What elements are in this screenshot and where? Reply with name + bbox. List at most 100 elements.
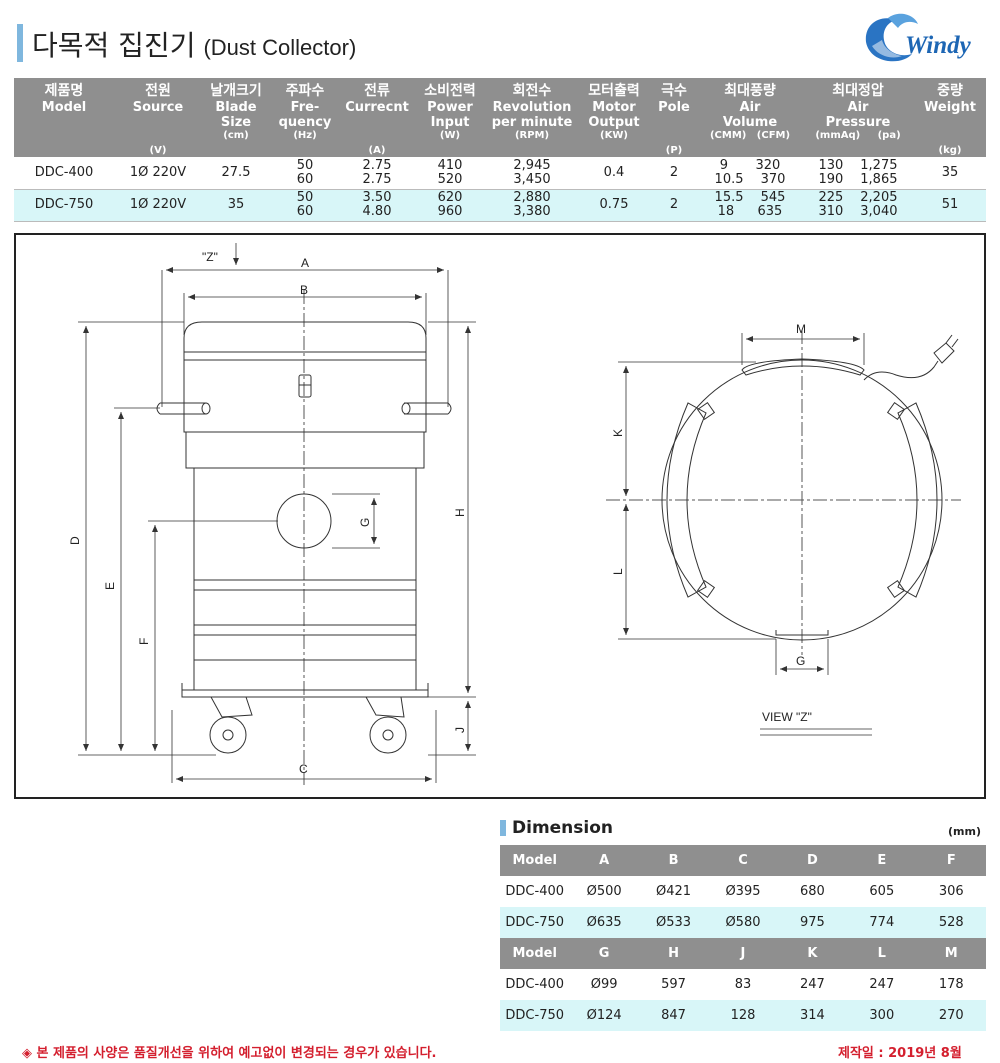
dim-cell: 528: [916, 907, 986, 938]
dimension-row: DDC-750 Ø124 847 128 314 300 270: [500, 1000, 986, 1031]
label-g: G: [358, 518, 372, 527]
front-view: [156, 290, 452, 785]
dim-cell: 975: [777, 907, 848, 938]
dim-cell: Ø395: [725, 884, 761, 899]
drawing-svg: "Z" A B C D E F G H J M K L G VIEW "Z": [68, 243, 961, 785]
dim-cell: 306: [938, 884, 964, 899]
dim-cell: 680: [799, 884, 825, 899]
dimension-unit: (mm): [948, 825, 981, 838]
technical-drawing: "Z" A B C D E F G H J M K L G VIEW "Z": [14, 233, 986, 799]
dimension-title: Dimension: [512, 818, 614, 838]
spec-cell-weight: 35: [914, 157, 986, 190]
label-g-top: G: [796, 654, 805, 668]
dimension-accent-bar: [500, 820, 506, 836]
dim-cell: 597: [661, 977, 686, 992]
windy-logo-icon: [865, 13, 918, 62]
logo-text: Windy: [905, 32, 971, 59]
top-dimension-lines: [618, 333, 872, 736]
page-title-en: (Dust Collector): [203, 35, 357, 60]
dim-cell: 247: [799, 977, 825, 992]
spec-cell-model: DDC-400: [14, 157, 114, 190]
label-l: L: [611, 568, 625, 575]
dim-cell: 605: [869, 884, 895, 899]
label-a: A: [301, 256, 309, 270]
dim-cell: 83: [734, 977, 752, 992]
label-z: "Z": [202, 250, 218, 264]
label-f: F: [137, 638, 151, 645]
spec-change-notice: ◈ 본 제품의 사양은 품질개선을 위하여 예고없이 변경되는 경우가 있습니다…: [22, 1046, 437, 1061]
title-accent-bar: [17, 24, 23, 62]
dim-cell: DDC-400: [505, 884, 565, 899]
dim-cell: Ø421: [656, 884, 692, 899]
dim-cell: Ø99: [590, 977, 618, 992]
dim-cell: DDC-750: [500, 907, 570, 938]
spec-cell-blade: 27.5: [202, 157, 270, 190]
page-title-ko: 다목적 집진기: [32, 29, 196, 62]
front-dimension-lines: [78, 243, 476, 783]
spec-cell-source: 1Ø 220V: [114, 189, 202, 222]
dim-head-cell: G: [569, 938, 639, 969]
dim-head-cell: E: [847, 845, 917, 876]
label-c: C: [299, 762, 308, 776]
dim-cell: 847: [638, 1000, 709, 1031]
spec-cell-source: 1Ø 220V: [114, 157, 202, 190]
spec-cell-weight: 51: [914, 189, 986, 222]
dim-cell: Ø500: [586, 884, 622, 899]
dim-cell: 774: [847, 907, 917, 938]
dim-cell: Ø124: [569, 1000, 639, 1031]
label-m: M: [796, 322, 806, 336]
dim-head-cell: L: [847, 938, 917, 969]
dim-cell: 314: [777, 1000, 848, 1031]
dim-cell: Ø580: [708, 907, 778, 938]
dim-cell: 300: [847, 1000, 917, 1031]
label-b: B: [300, 283, 308, 297]
dimension-table: Model A B C D E F DDC-400 Ø500 Ø421 Ø395…: [500, 845, 986, 1031]
top-view: [606, 330, 961, 655]
page-title: 다목적 집진기 (Dust Collector): [32, 24, 356, 64]
dim-cell: 247: [869, 977, 895, 992]
dim-head-cell: J: [708, 938, 778, 969]
dim-head-cell: M: [916, 938, 986, 969]
dim-head-cell: B: [638, 845, 709, 876]
spec-cell-motor: 0.75: [578, 189, 650, 222]
dim-head-cell: D: [777, 845, 848, 876]
label-e: E: [103, 582, 117, 590]
dim-head-cell: A: [569, 845, 639, 876]
dim-head-cell: K: [777, 938, 848, 969]
dimension-row: DDC-400 Ø500 Ø421 Ø395 680 605 306: [500, 876, 986, 907]
spec-cell-model: DDC-750: [14, 189, 114, 222]
label-k: K: [611, 429, 625, 437]
dim-cell: 270: [916, 1000, 986, 1031]
dimension-header-row: Model A B C D E F: [500, 845, 986, 876]
dim-cell: DDC-750: [500, 1000, 570, 1031]
dim-cell: 178: [938, 977, 964, 992]
dimension-row: DDC-750 Ø635 Ø533 Ø580 975 774 528: [500, 907, 986, 938]
dim-head-cell: H: [638, 938, 709, 969]
label-d: D: [68, 536, 82, 545]
spec-cell-motor: 0.4: [578, 157, 650, 190]
